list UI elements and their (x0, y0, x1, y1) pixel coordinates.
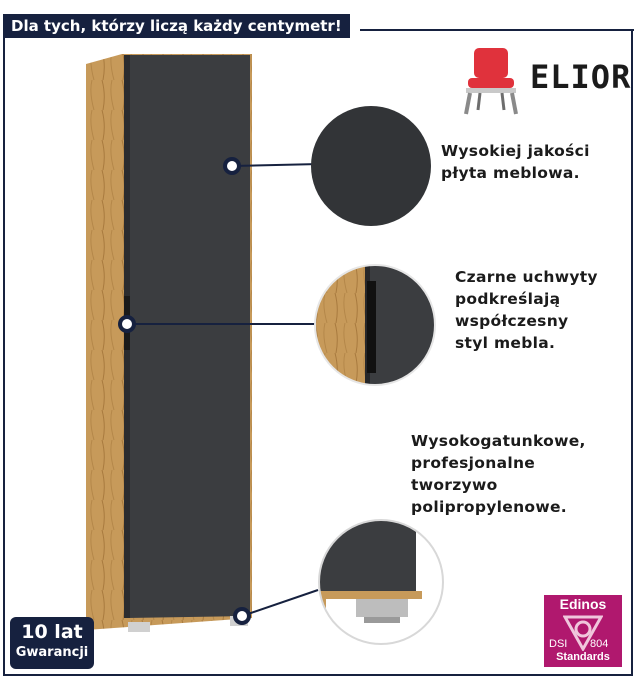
edinos-code: 804 (590, 638, 609, 650)
feature-line: polipropylenowe. (411, 498, 567, 516)
content-frame (3, 30, 633, 676)
feature-line: Wysokogatunkowe, (411, 432, 586, 450)
feature-line: podkreślają (455, 290, 561, 308)
edinos-dsi: DSI (549, 638, 568, 650)
chair-icon (464, 48, 518, 115)
callout-dot (223, 157, 241, 175)
brand-name: ELIOR (530, 58, 632, 96)
edinos-standards: Standards (556, 651, 610, 663)
frame-top-line (360, 29, 634, 31)
feature-line: płyta meblowa. (441, 164, 580, 182)
feature-line: profesjonalne (411, 454, 536, 472)
headline-banner: Dla tych, którzy liczą każdy centymetr! (3, 14, 350, 38)
edinos-name: Edinos (559, 596, 607, 612)
warranty-label: Gwarancji (15, 645, 89, 660)
zoom-surface (311, 106, 431, 226)
edinos-certificate-badge: Edinos DSI 804 Standards (544, 595, 622, 667)
feature-line: Czarne uchwyty (455, 268, 598, 286)
zoom-handle (314, 264, 436, 386)
feature-line: Wysokiej jakości (441, 142, 590, 160)
feature-line: styl mebla. (455, 334, 556, 352)
zoom-foot (318, 519, 444, 645)
cabinet-door (124, 55, 250, 618)
feature-plastic: Wysokogatunkowe, profesjonalne tworzywo … (411, 430, 586, 518)
warranty-years: 10 lat (21, 621, 83, 643)
cabinet-foot (128, 622, 150, 632)
warranty-badge: 10 lat Gwarancji (10, 617, 94, 669)
feature-board: Wysokiej jakości płyta meblowa. (441, 140, 590, 184)
callout-dot (233, 607, 251, 625)
callout-dot (118, 315, 136, 333)
feature-line: współczesny (455, 312, 569, 330)
feature-handles: Czarne uchwyty podkreślają współczesny s… (455, 266, 598, 354)
certificate-check-icon (563, 615, 603, 651)
feature-line: tworzywo (411, 476, 498, 494)
brand-logo (464, 48, 518, 115)
